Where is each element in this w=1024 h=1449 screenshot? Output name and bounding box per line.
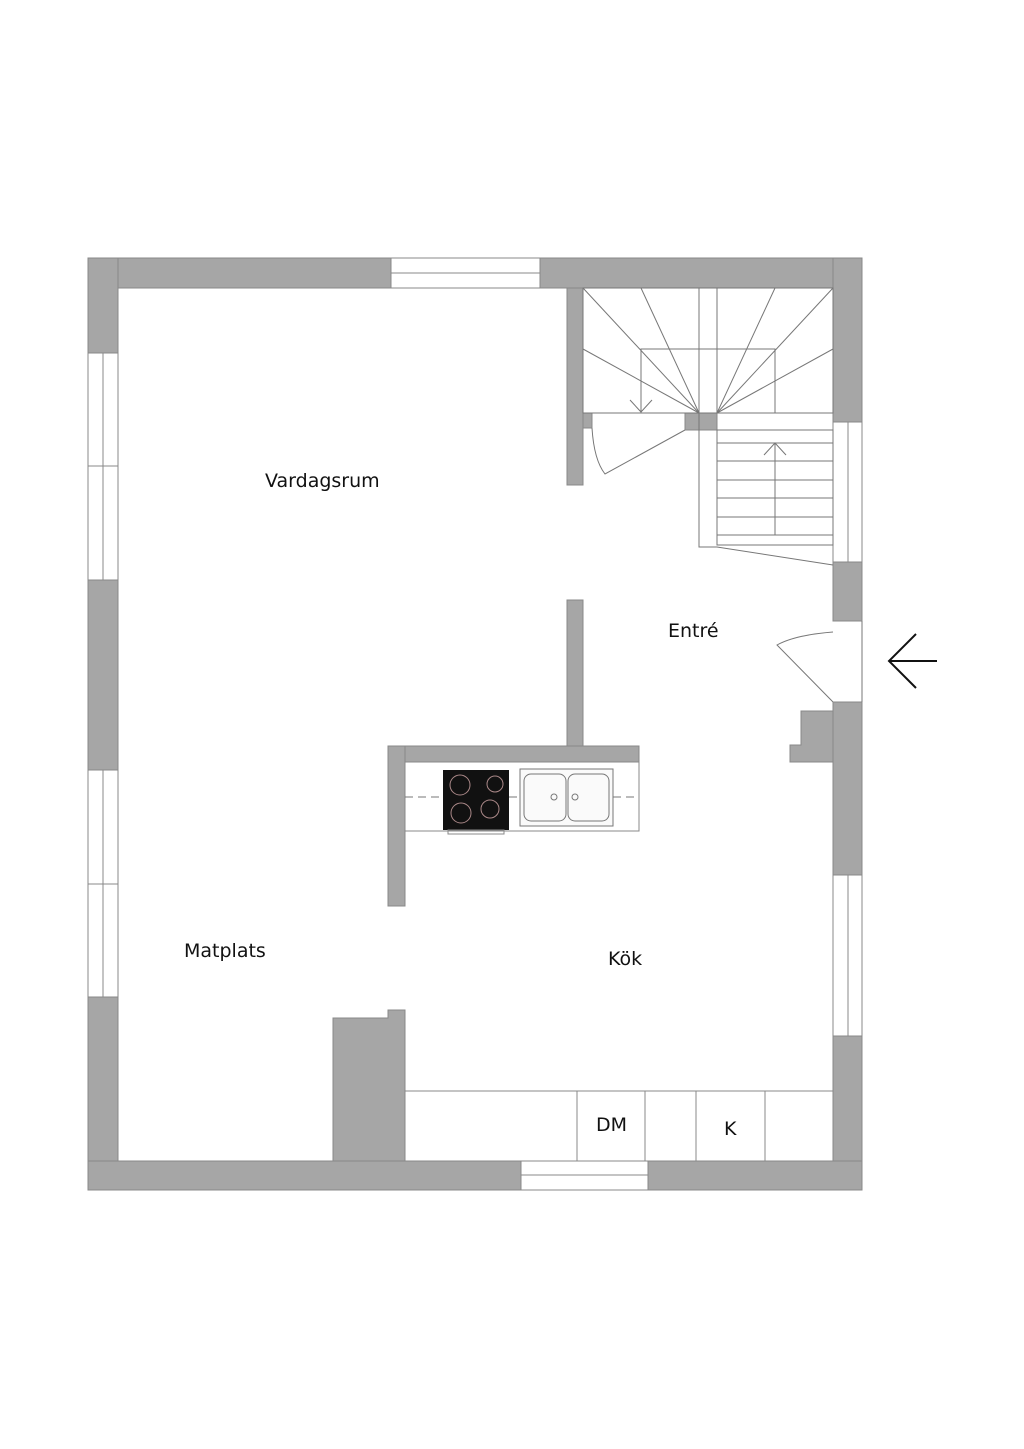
- room-label-dining: Matplats: [184, 940, 266, 962]
- dishwasher-label: DM: [596, 1114, 628, 1136]
- sink: [519, 768, 614, 827]
- windows: [87, 257, 863, 1191]
- room-label-kitchen: Kök: [608, 948, 643, 970]
- staircase: [582, 287, 834, 566]
- bottom-cabinets: [404, 1090, 834, 1162]
- kitchen-counter: [404, 761, 640, 835]
- room-label-living: Vardagsrum: [265, 470, 380, 492]
- walls: [87, 257, 863, 1191]
- arrow-left-icon: [887, 633, 937, 689]
- room-label-entrance: Entré: [668, 620, 719, 642]
- stove: [443, 770, 509, 835]
- fridge-label: K: [724, 1118, 737, 1140]
- doors: [591, 427, 863, 703]
